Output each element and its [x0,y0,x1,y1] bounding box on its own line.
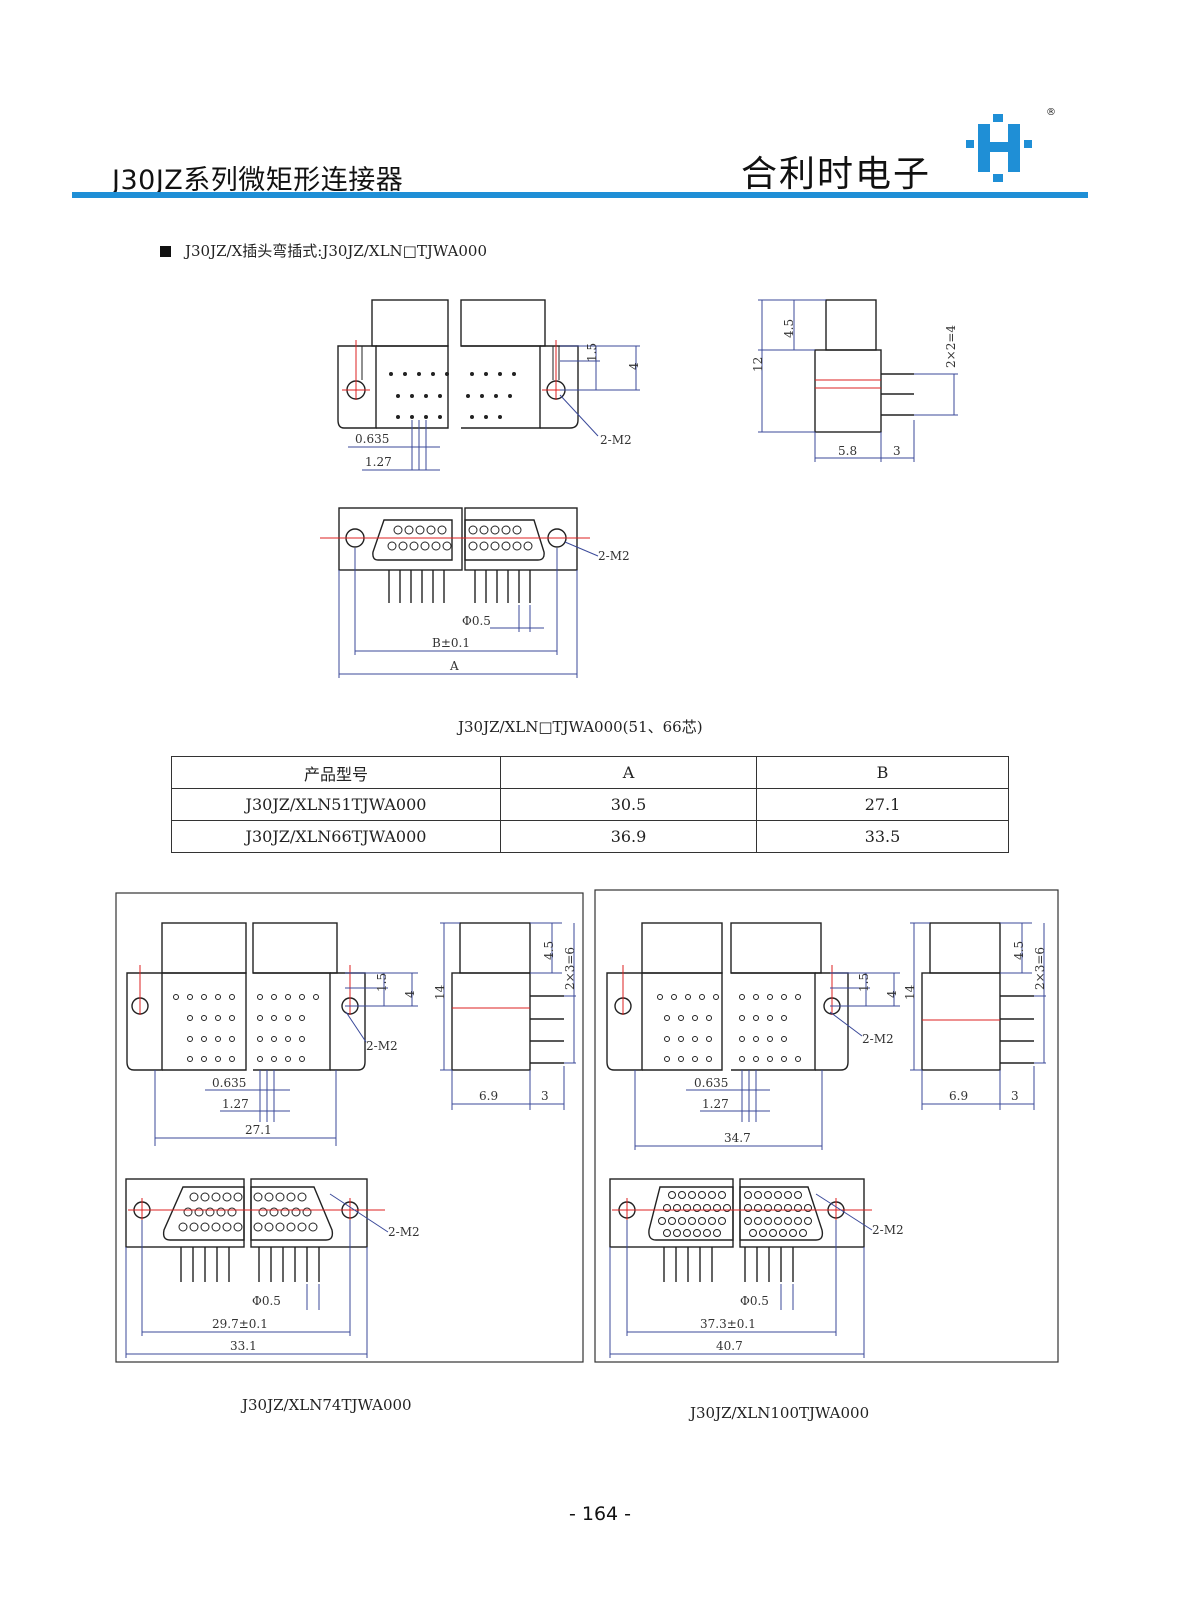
fig1-bottom-view [338,507,578,603]
brand-name: 合利时电子 [741,154,932,195]
page-title: J30JZ系列微矩形连接器 [112,165,404,196]
fig3-side-view [921,922,1034,1071]
fig3-side-dims [910,922,1046,1110]
table-cell: 30.5 [500,788,757,821]
spec-table: 产品型号 A B J30JZ/XLN51TJWA000 30.5 27.1 J3… [171,756,1009,853]
fig2-dim-4: 4 [403,990,417,998]
fig1-dim-phi: Φ0.5 [462,614,491,628]
table-header-cell: B [756,756,1009,789]
fig3-front-view [606,922,849,1071]
fig2-side-view [451,922,564,1071]
fig3-side-2x3: 2×3=6 [1033,947,1047,990]
fig2-front-pins [173,994,319,1062]
fig2-side-dims [440,922,576,1110]
fig1-side-view [814,299,914,433]
fig3-dim-127: 1.27 [702,1097,729,1111]
fig1-front-pins [389,372,516,419]
fig3-dim-b: 37.3±0.1 [700,1317,756,1331]
table-cell: J30JZ/XLN66TJWA000 [171,820,501,853]
fig2-bottom-dims [125,1193,389,1358]
fig2-dim-b: 29.7±0.1 [212,1317,268,1331]
fig3-dim-w: 34.7 [724,1131,751,1145]
fig1-dim-127: 1.27 [365,455,392,469]
figure1-caption: J30JZ/XLN□TJWA000(51、66芯) [458,718,703,736]
section-title-text: J30JZ/X插头弯插式:J30JZ/XLN□TJWA000 [185,242,488,260]
fig1-front-view [337,299,579,429]
fig3-side-6-9: 6.9 [949,1089,968,1103]
table-cell: J30JZ/XLN51TJWA000 [171,788,501,821]
fig2-dim-w: 27.1 [245,1123,272,1137]
fig2-side-14: 14 [433,984,447,1000]
fig3-bottom-dims [609,1193,873,1358]
fig1-bottom-m2: 2-M2 [598,549,630,563]
table-cell: 36.9 [500,820,757,853]
fig2-dim-0635: 0.635 [212,1076,246,1090]
fig1-side-dim-12: 12 [751,357,765,372]
fig1-dim-b: B±0.1 [432,636,470,650]
fig2-dim-phi: Φ0.5 [252,1294,281,1308]
fig3-bottom-m2: 2-M2 [872,1223,904,1237]
fig3-dim-1-5: 1.5 [857,973,871,992]
header-rule [72,192,1088,198]
table-cell: 33.5 [756,820,1009,853]
fig3-side-14: 14 [903,984,917,1000]
fig3-dim-0635: 0.635 [694,1076,728,1090]
fig2-frame [115,892,584,1363]
table-header-cell: 产品型号 [171,756,501,789]
fig3-frame [594,889,1059,1363]
fig3-side-4-5: 4.5 [1012,941,1026,960]
section-title: J30JZ/X插头弯插式:J30JZ/XLN□TJWA000 [160,240,487,261]
table-row: J30JZ/XLN51TJWA000 30.5 27.1 [171,788,1009,821]
fig1-dim-1-5: 1.5 [585,343,599,362]
fig1-side-dims [758,299,958,462]
fig2-front-dims [154,972,418,1146]
figure3-caption: J30JZ/XLN100TJWA000 [690,1404,870,1422]
fig2-bottom-sockets [178,1192,318,1232]
fig2-front-view [126,922,366,1071]
fig3-bottom-red [612,1198,872,1222]
fig1-side-dim-2x2: 2×2=4 [944,325,958,368]
fig1-side-dim-5-8: 5.8 [838,444,857,458]
bullet-square-icon [160,246,171,257]
fig3-dim-4: 4 [885,990,899,998]
fig2-dim-m2: 2-M2 [366,1039,398,1053]
fig1-front-dims [348,345,640,471]
fig2-bottom-m2: 2-M2 [388,1225,420,1239]
fig2-side-2x3: 2×3=6 [563,947,577,990]
fig2-bottom-red [128,1198,385,1222]
fig1-bottom-dims [338,541,599,678]
fig3-front-dims [634,972,900,1150]
figure2-caption: J30JZ/XLN74TJWA000 [242,1396,412,1414]
fig3-dim-phi: Φ0.5 [740,1294,769,1308]
fig2-side-6-9: 6.9 [479,1089,498,1103]
fig2-side-3: 3 [541,1089,549,1103]
fig1-dim-m2: 2-M2 [600,433,632,447]
fig3-dim-m2: 2-M2 [862,1032,894,1046]
fig1-side-red [815,379,881,389]
page-number: - 164 - [568,1503,632,1525]
fig3-side-3: 3 [1011,1089,1019,1103]
fig3-dim-a: 40.7 [716,1339,743,1353]
fig3-bottom-view [609,1178,865,1282]
fig1-dim-4: 4 [627,362,641,370]
fig2-side-4-5: 4.5 [542,941,556,960]
fig1-side-dim-4-5: 4.5 [782,319,796,338]
fig1-bottom-sockets [387,525,533,551]
table-row: J30JZ/XLN66TJWA000 36.9 33.5 [171,820,1009,853]
fig2-dim-a: 33.1 [230,1339,257,1353]
table-header-row: 产品型号 A B [171,756,1009,789]
fig1-side-dim-3: 3 [893,444,901,458]
fig3-front-pins [657,994,801,1062]
brand-logo-icon [966,114,1032,182]
fig3-bottom-sockets [658,1191,812,1237]
fig2-dim-127: 1.27 [222,1097,249,1111]
fig2-dim-1-5: 1.5 [375,973,389,992]
registered-mark: ® [1046,107,1056,118]
fig1-dim-0635: 0.635 [355,432,389,446]
fig1-dim-a: A [449,659,459,673]
table-cell: 27.1 [756,788,1009,821]
table-header-cell: A [500,756,757,789]
